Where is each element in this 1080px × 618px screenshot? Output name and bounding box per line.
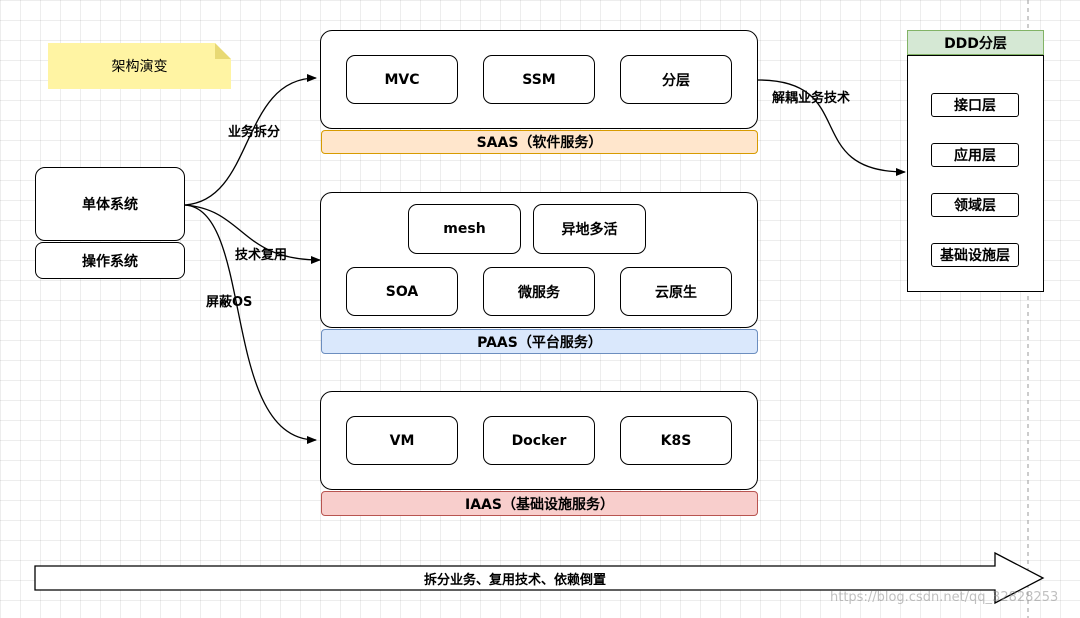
bottom-arrow-label: 拆分业务、复用技术、依赖倒置: [35, 566, 995, 590]
ddd-layer-infrastructure: 基础设施层: [931, 243, 1019, 267]
edge-label-split: 业务拆分: [228, 125, 281, 140]
iaas-bar: IAAS（基础设施服务）: [321, 491, 758, 516]
iaas-item-label: VM: [389, 432, 415, 449]
ddd-layer-label: 接口层: [954, 98, 996, 114]
saas-item-layers: 分层: [620, 55, 732, 104]
watermark: https://blog.csdn.net/qq_32828253: [830, 590, 1059, 605]
ddd-layer-interface: 接口层: [931, 93, 1019, 117]
iaas-item-label: Docker: [511, 432, 567, 449]
ddd-layer-label: 基础设施层: [940, 248, 1010, 264]
saas-bar: SAAS（软件服务）: [321, 130, 758, 154]
ddd-layer-label: 领域层: [954, 198, 996, 214]
paas-item-label: 云原生: [655, 284, 697, 301]
monolith-box: 单体系统: [35, 167, 185, 241]
os-box: 操作系统: [35, 242, 185, 279]
paas-item-label: 异地多活: [561, 222, 618, 238]
iaas-item-k8s: K8S: [620, 416, 732, 465]
os-label: 操作系统: [82, 253, 138, 270]
iaas-item-label: K8S: [660, 432, 692, 449]
iaas-bar-label: IAAS（基础设施服务）: [465, 496, 614, 513]
paas-item-label: mesh: [443, 221, 486, 237]
ddd-title: DDD分层: [944, 35, 1007, 52]
edge-split: [184, 74, 317, 206]
saas-item-label: SSM: [522, 71, 556, 88]
paas-item-cloud-native: 云原生: [620, 267, 732, 316]
paas-item-label: SOA: [385, 283, 419, 300]
edge-decouple: [757, 79, 906, 176]
saas-item-mvc: MVC: [346, 55, 458, 104]
note: 架构演变: [48, 43, 231, 89]
edge-reuse: [184, 204, 321, 264]
ddd-layer-label: 应用层: [954, 148, 996, 164]
bottom-arrow-text: 拆分业务、复用技术、依赖倒置: [423, 572, 606, 588]
iaas-item-vm: VM: [346, 416, 458, 465]
edge-shield: [184, 204, 317, 444]
paas-item-label: 微服务: [518, 284, 560, 301]
note-fold: [215, 43, 231, 59]
note-text: 架构演变: [111, 59, 168, 75]
edge-label-reuse: 技术复用: [235, 248, 288, 263]
ddd-layer-application: 应用层: [931, 143, 1019, 167]
edge-label-decouple: 解耦业务技术: [772, 91, 851, 106]
paas-item-multi-active: 异地多活: [533, 204, 646, 254]
saas-item-label: 分层: [662, 72, 690, 89]
paas-item-soa: SOA: [346, 267, 458, 316]
ddd-header: DDD分层: [907, 30, 1044, 55]
edge-label-shield: 屏蔽OS: [206, 295, 253, 310]
saas-item-label: MVC: [384, 71, 420, 88]
saas-item-ssm: SSM: [483, 55, 595, 104]
paas-item-microservice: 微服务: [483, 267, 595, 316]
monolith-label: 单体系统: [82, 197, 138, 213]
paas-bar-label: PAAS（平台服务）: [477, 334, 602, 351]
bottom-arrow-shape: [34, 551, 1045, 605]
saas-bar-label: SAAS（软件服务）: [476, 135, 603, 151]
iaas-item-docker: Docker: [483, 416, 595, 465]
ddd-layer-domain: 领域层: [931, 193, 1019, 217]
paas-bar: PAAS（平台服务）: [321, 329, 758, 354]
paas-item-mesh: mesh: [408, 204, 521, 254]
